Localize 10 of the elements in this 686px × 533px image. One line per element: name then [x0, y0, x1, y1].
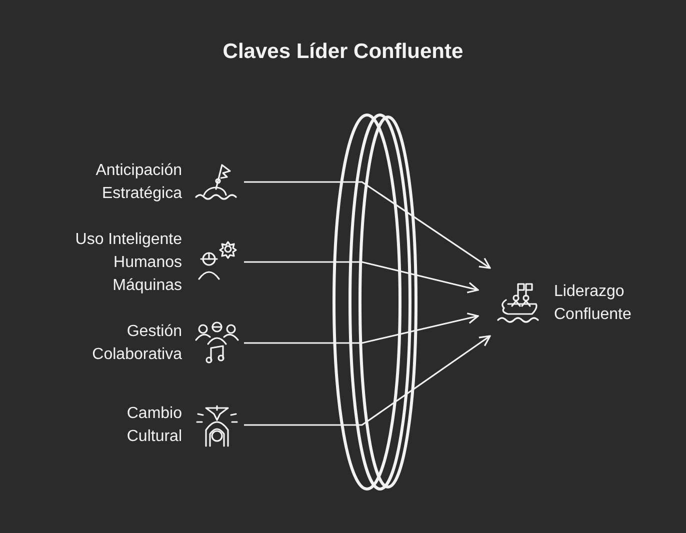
node-label: Gestión Colaborativa	[91, 322, 182, 365]
diagram-title: Claves Líder Confluente	[222, 39, 464, 65]
node-label: Anticipación Estratégica	[94, 161, 182, 204]
node-label: Liderazgo Confluente	[554, 282, 632, 325]
arrow	[244, 181, 491, 269]
node-label: Uso Inteligente Humanos Máquinas	[74, 230, 182, 296]
arrow	[244, 261, 479, 294]
arrow	[244, 312, 479, 344]
node-label: Cambio Cultural	[126, 404, 182, 447]
arrow	[244, 335, 491, 426]
